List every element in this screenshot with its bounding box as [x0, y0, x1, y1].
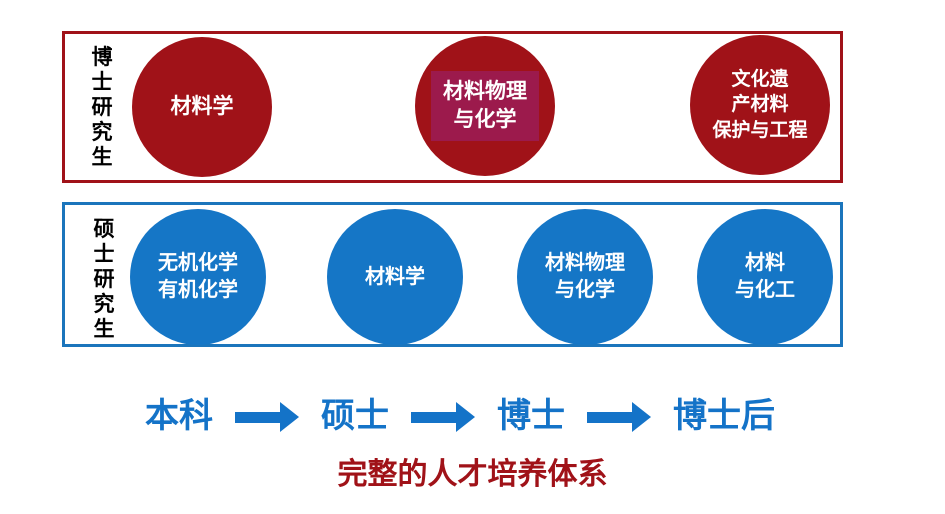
- circle-label-plate: 材料物理 与化学: [431, 70, 539, 142]
- master-circle-materials-science: 材料学: [327, 209, 463, 345]
- stage-doctor: 博士: [497, 397, 565, 435]
- right-arrow-icon: [411, 401, 475, 432]
- circle-label: 材料物理 与化学: [545, 252, 625, 301]
- right-arrow-icon: [587, 401, 651, 432]
- stage-master: 硕士: [321, 397, 389, 435]
- master-row-label: 硕士研究生: [93, 218, 115, 341]
- master-circle-inorganic-organic-chemistry: 无机化学 有机化学: [130, 209, 266, 345]
- circle-label: 材料学: [170, 94, 234, 118]
- doctoral-row-label: 博士研究生: [91, 46, 113, 169]
- pathway-row: 本科 硕士 博士 博士后: [0, 397, 920, 435]
- circle-label: 材料学: [365, 265, 425, 288]
- master-circle-materials-physics-chemistry: 材料物理 与化学: [517, 209, 653, 345]
- circle-label: 无机化学 有机化学: [158, 252, 238, 301]
- stage-bachelor: 本科: [145, 397, 213, 435]
- master-circle-materials-chemical-engineering: 材料 与化工: [697, 209, 833, 345]
- circle-label: 文化遗 产材料 保护与工程: [712, 68, 808, 141]
- doctoral-circle-cultural-heritage: 文化遗 产材料 保护与工程: [690, 35, 830, 175]
- doctoral-circle-materials-science: 材料学: [132, 37, 272, 177]
- diagram-title: 完整的人才培养体系: [337, 458, 608, 491]
- stage-postdoc: 博士后: [673, 397, 775, 435]
- right-arrow-icon: [235, 401, 299, 432]
- circle-label: 材料 与化工: [735, 252, 795, 301]
- doctoral-circle-materials-physics-chemistry: 材料物理 与化学: [415, 36, 555, 176]
